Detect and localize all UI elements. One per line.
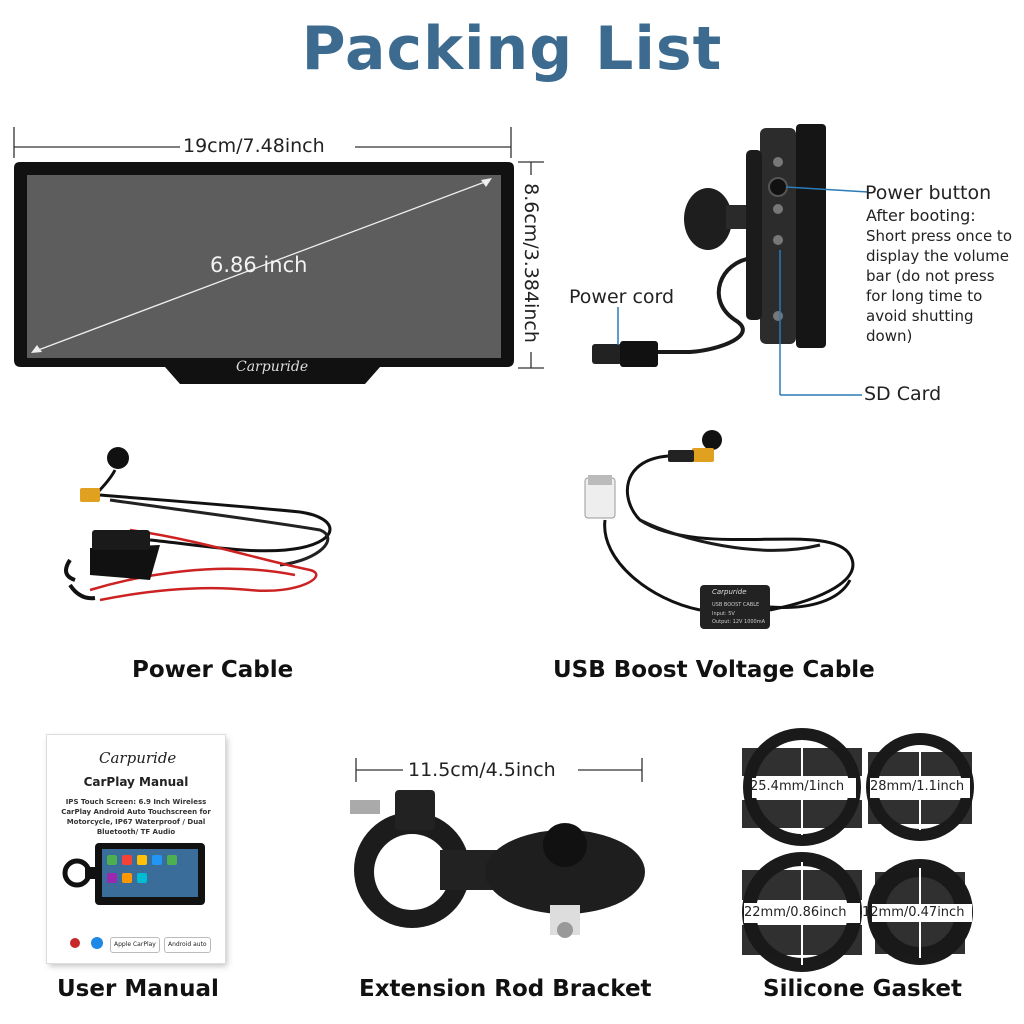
- screen-width-label: 19cm/7.48inch: [183, 135, 325, 157]
- power-cable-caption: Power Cable: [132, 657, 294, 683]
- power-button-note: Short press once to display the volume b…: [866, 227, 1012, 345]
- bracket-length-label: 11.5cm/4.5inch: [408, 759, 556, 781]
- screen-diagonal-label: 6.86 inch: [210, 253, 308, 277]
- usb-box-line2: Input: 5V: [712, 611, 735, 617]
- user-manual-caption: User Manual: [57, 976, 219, 1002]
- usb-box-brand: Carpuride: [712, 588, 747, 596]
- silicone-gasket-caption: Silicone Gasket: [763, 976, 962, 1002]
- page-title: Packing List: [301, 14, 723, 84]
- apple-carplay-badge: Apple CarPlay: [110, 937, 160, 953]
- manual-description: IPS Touch Screen: 6.9 Inch Wireless CarP…: [61, 798, 211, 836]
- usb-box-line3: Output: 12V 1000mA: [712, 619, 766, 625]
- sd-card-label: SD Card: [864, 383, 942, 405]
- after-booting-label: After booting:: [866, 206, 976, 225]
- android-auto-badge: Android auto: [164, 937, 211, 953]
- extension-bracket-caption: Extension Rod Bracket: [359, 976, 652, 1002]
- power-button-label: Power button: [865, 182, 992, 204]
- gasket-label-3: 22mm/0.86inch: [744, 905, 847, 920]
- user-manual-cover: Carpuride CarPlay Manual IPS Touch Scree…: [47, 735, 225, 963]
- power-cord-label: Power cord: [569, 286, 675, 308]
- gasket-label-2: 28mm/1.1inch: [870, 779, 965, 794]
- manual-title: CarPlay Manual: [83, 775, 189, 789]
- manual-device-image: [62, 843, 205, 949]
- usb-boost-caption: USB Boost Voltage Cable: [553, 657, 875, 683]
- usb-box-line1: USB BOOST CABLE: [712, 602, 760, 608]
- manual-brand: Carpuride: [99, 749, 177, 767]
- gasket-label-4: 12mm/0.47inch: [862, 905, 965, 920]
- gasket-label-1: 25.4mm/1inch: [750, 779, 845, 794]
- screen-brand-logo: Carpuride: [236, 359, 309, 375]
